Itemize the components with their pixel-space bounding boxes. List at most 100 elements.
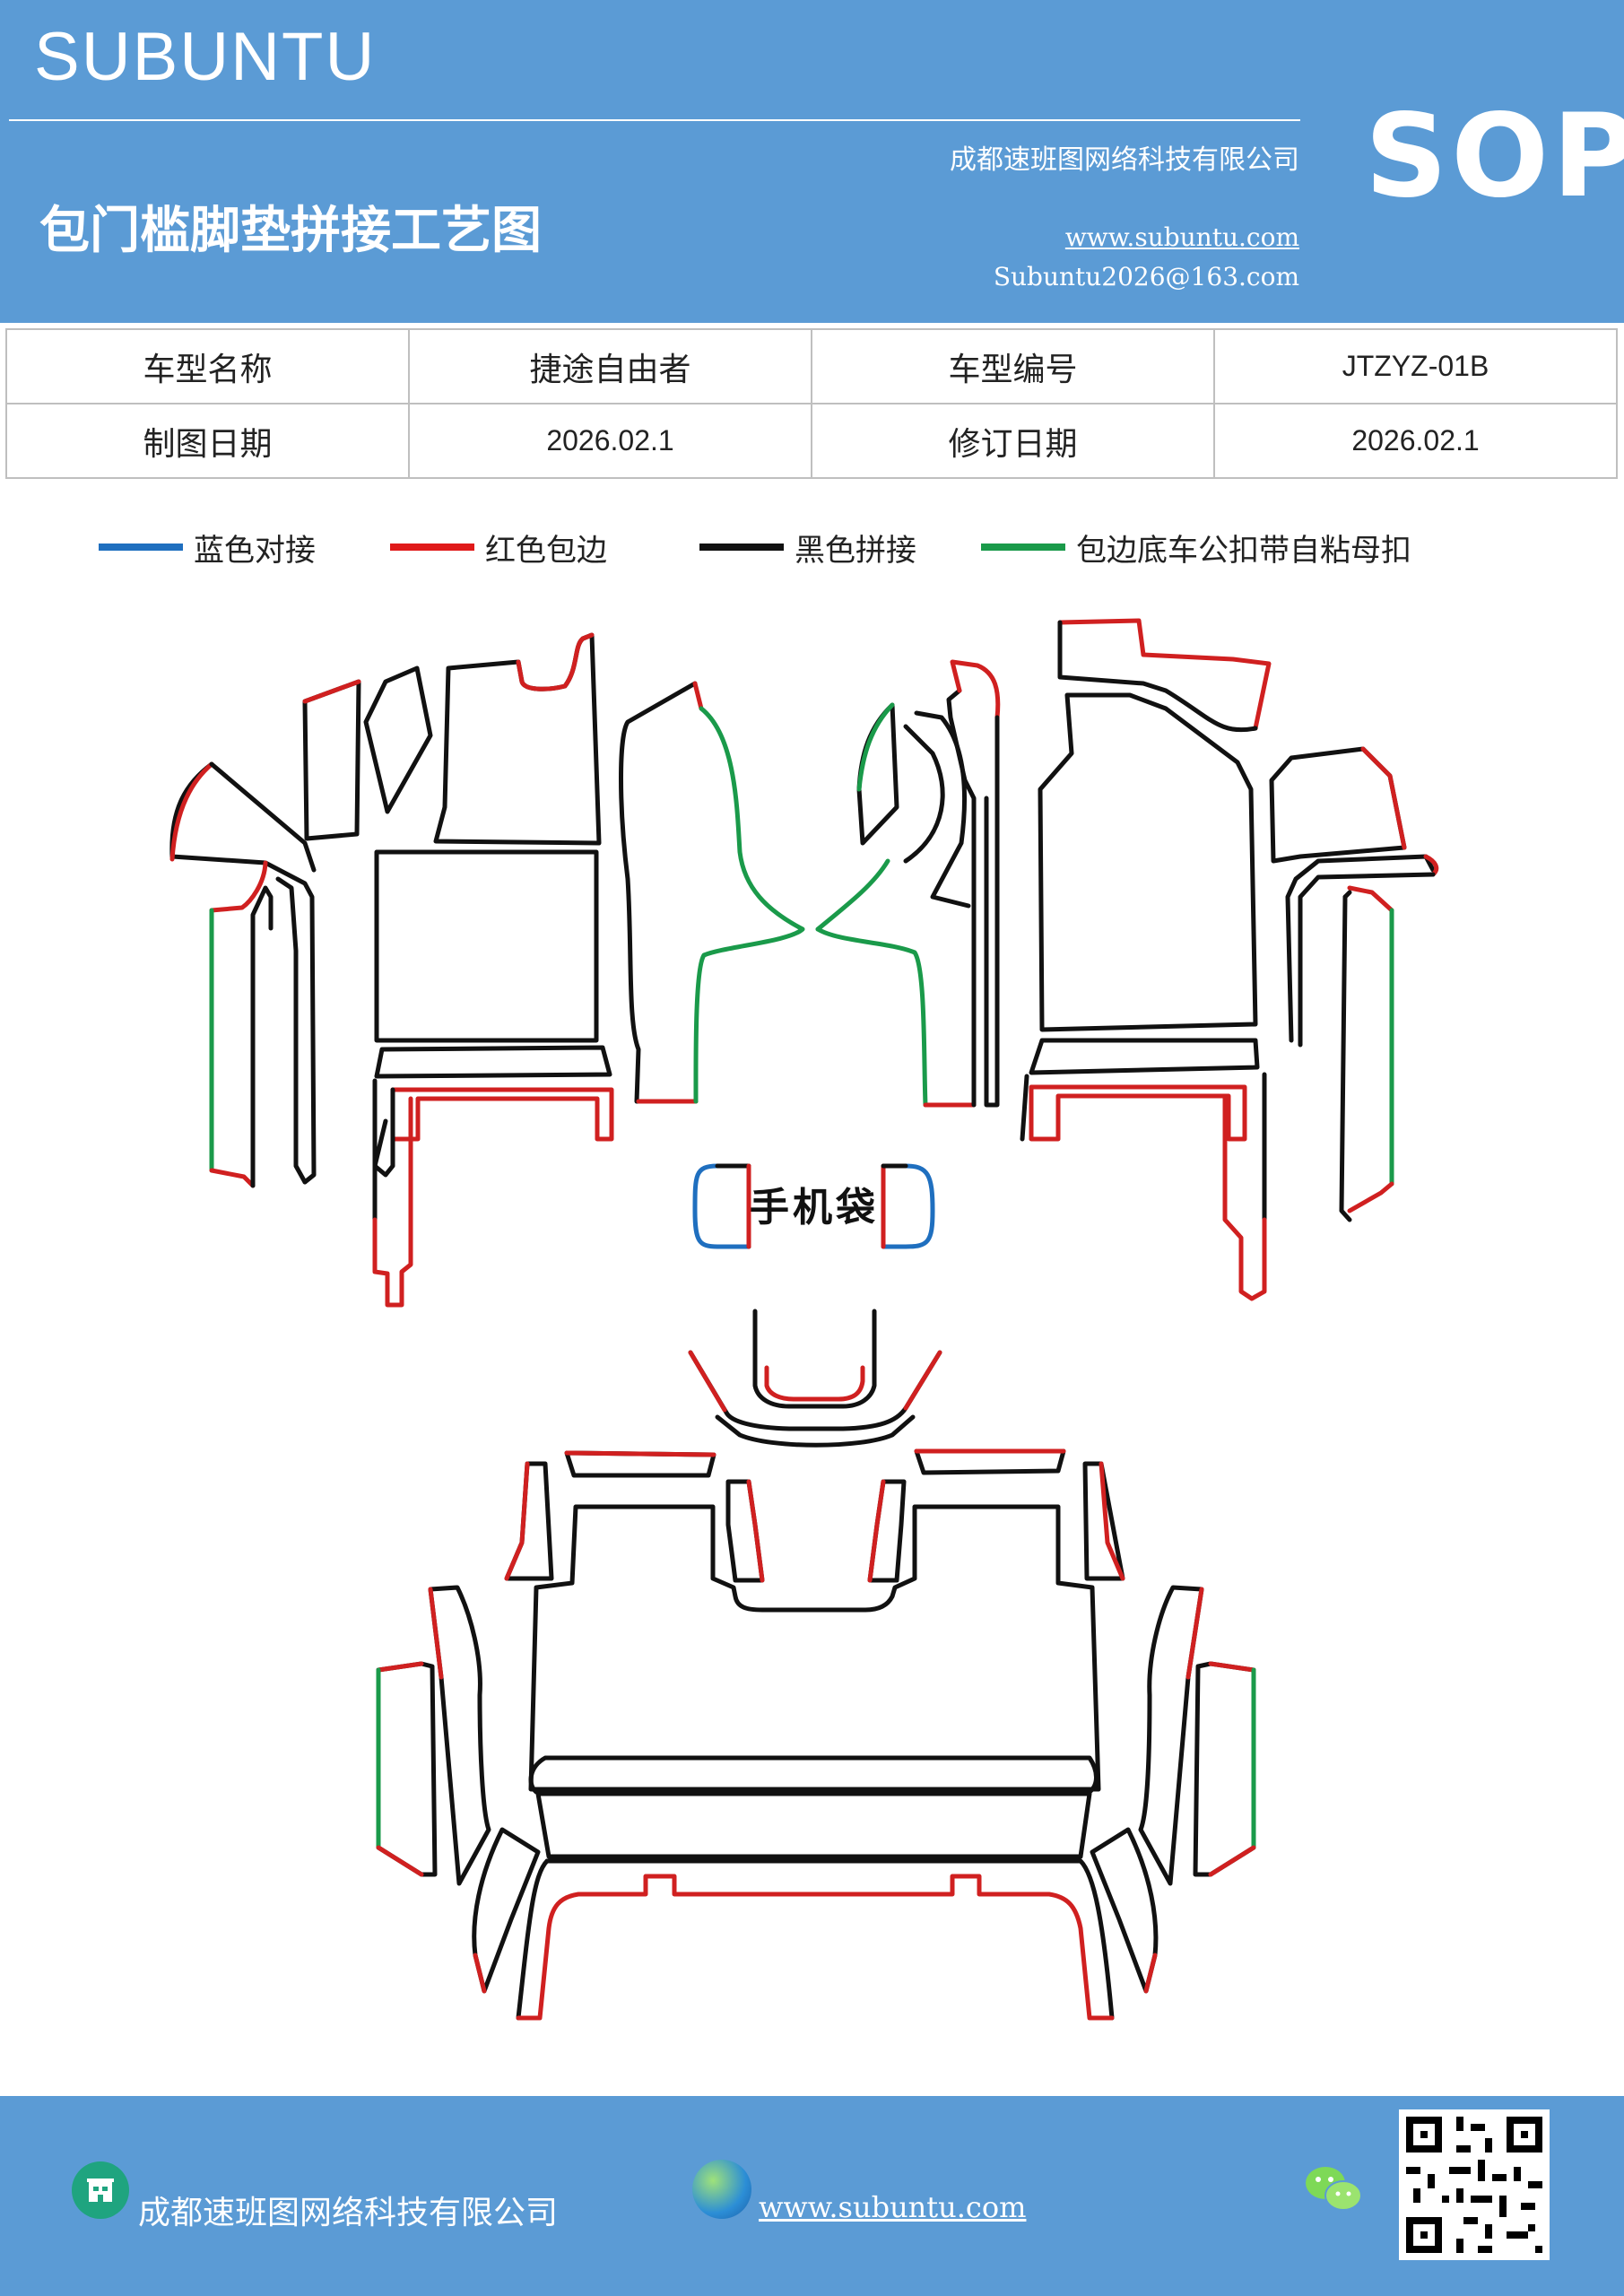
mat-piece [688,1350,942,1431]
mat-piece [390,1087,614,1142]
mat-piece [428,1585,491,1886]
mat-piece [302,679,361,704]
mat-piece [209,761,317,873]
mat-piece [372,1078,395,1178]
mat-piece [1185,1587,1204,1680]
mat-piece [693,706,805,1104]
phone-pocket-right [881,1163,935,1249]
legend-item-green: 包边底车公扣带自粘母扣 [981,529,1411,569]
mat-piece [1222,1093,1267,1301]
header-company: 成都速班图网络科技有限公司 [950,144,1299,176]
mat-piece [376,1845,424,1877]
mat-piece [363,665,433,814]
sop-badge: SOP [1365,90,1624,223]
mat-piece [516,1874,1115,2021]
legend-label: 包边底车公扣带自粘母扣 [1076,532,1411,569]
mat-piece [473,1952,487,1994]
mat-piece [209,860,268,913]
mat-piece [528,1504,1101,1792]
mat-piece [433,632,602,846]
mat-piece [1038,692,1258,1032]
mat-piece [715,1414,916,1448]
revise-date-value: 2026.02.1 [1213,403,1618,479]
footer-website-link[interactable]: www.subuntu.com [759,2190,1027,2224]
legend-label: 蓝色对接 [194,532,316,569]
mat-piece [815,858,890,932]
mat-piece [516,1858,550,2021]
mat-piece [504,1461,530,1581]
table-row: 制图日期 2026.02.1 修订日期 2026.02.1 [5,403,1618,479]
draw-date-value: 2026.02.1 [408,403,812,479]
right-front-mat-group [815,618,1439,1301]
mat-piece [619,681,699,1104]
legend-label: 红色包边 [485,532,607,569]
mat-piece [516,632,595,691]
page-title: 包门槛脚垫拼接工艺图 [39,202,542,260]
model-code-value: JTZYZ-01B [1213,328,1618,404]
mat-piece [250,885,274,1188]
mat-piece [914,710,971,909]
legend-label: 黑色拼接 [795,532,916,569]
mat-piece [374,1045,612,1079]
header-website-link[interactable]: www.subuntu.com [1064,222,1299,252]
mat-piece [374,849,599,1043]
mat-piece [376,1661,424,1673]
mat-piece [528,1755,1099,1795]
legend-item-blue: 蓝色对接 [99,529,316,569]
mat-piece [472,1827,541,1994]
mat-piece [950,659,1001,720]
mat-piece [815,926,928,1108]
mat-piece [764,1365,865,1402]
mat-piece [856,702,895,792]
mat-piece [372,1118,388,1222]
model-name-value: 捷途自由者 [408,328,812,404]
mat-piece [856,702,899,846]
mat-piece [1423,854,1439,877]
mat-piece [376,1661,438,1877]
mat-piece [1057,618,1272,731]
legend-swatch [699,544,784,551]
mat-piece [1339,894,1352,1222]
mat-piece [1029,1084,1247,1142]
mat-piece [564,1450,716,1478]
phone-pocket-label: 手机袋 [750,1185,879,1231]
mat-piece [1193,1661,1256,1877]
mat-piece [169,761,214,862]
mat-piece [209,1168,256,1188]
mat-piece [302,679,361,841]
mat-piece [1020,1074,1029,1142]
model-info-table: 车型名称 捷途自由者 车型编号 JTZYZ-01B 制图日期 2026.02.1… [5,328,1618,479]
mat-piece [1360,746,1407,850]
mat-piece [867,1479,907,1583]
legend-item-red: 红色包边 [390,529,607,569]
model-name-label: 车型名称 [5,328,410,404]
mat-piece [1342,890,1352,900]
mat-piece [275,876,308,1185]
mat-piece [1285,854,1436,1043]
mat-piece [1090,1827,1159,1994]
phone-pocket-left-joint [715,1163,751,1249]
mat-piece [725,1479,765,1583]
mat-piece [1143,1952,1158,1994]
color-legend: 蓝色对接 红色包边 黑色拼接 包边底车公扣带自粘母扣 [0,529,1624,569]
footer-company: 成都速班图网络科技有限公司 [138,2195,559,2231]
qr-code-pattern [1399,2109,1550,2260]
legend-item-black: 黑色拼接 [699,529,916,569]
brand-name: SUBUNTU [34,19,377,95]
mat-piece [984,715,1000,1108]
building-icon [72,2161,129,2219]
mat-piece [1082,1461,1125,1581]
mat-piece [428,1587,444,1680]
mat-piece [914,1448,1066,1475]
mat-piece [564,1450,716,1457]
header-banner [0,0,1624,323]
mat-piece [752,1309,877,1409]
mat-piece [1099,1461,1125,1581]
mat-piece [1208,1845,1256,1877]
legend-swatch [99,544,183,551]
legend-swatch [390,544,474,551]
revise-date-label: 修订日期 [811,403,1215,479]
mat-piece [504,1461,554,1581]
mat-piece [903,1350,942,1411]
mat-piece [1208,1661,1256,1673]
